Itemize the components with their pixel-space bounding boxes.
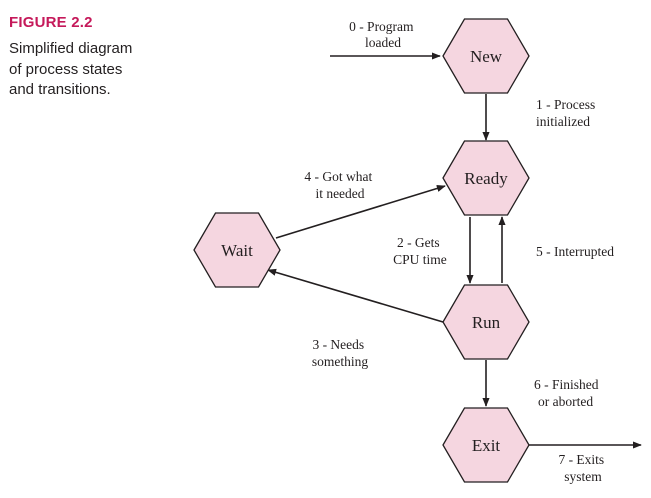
figure-caption: Simplified diagram of process states and… — [9, 39, 169, 101]
transition-label-4: 4 - Got what it needed — [304, 169, 375, 201]
state-ready: Ready — [442, 140, 530, 216]
transition-label-3: 3 - Needs something — [312, 337, 368, 369]
figure-title: FIGURE 2.2 — [9, 14, 93, 31]
transition-label-7: 7 - Exits system — [558, 452, 607, 484]
edge-run-to-wait — [267, 268, 444, 323]
transition-label-0: 0 - Program loaded — [349, 19, 417, 50]
transition-label-1: 1 - Process initialized — [536, 97, 599, 129]
transition-label-6: 6 - Finished or aborted — [534, 377, 602, 409]
edge-wait-to-ready — [275, 184, 446, 239]
state-run-label: Run — [472, 313, 501, 332]
caption-line: of process states — [9, 60, 123, 78]
state-new: New — [442, 18, 530, 94]
state-run: Run — [442, 284, 530, 360]
state-wait-label: Wait — [221, 241, 253, 260]
caption-line: Simplified diagram — [9, 40, 133, 57]
transition-label-2: 2 - Gets CPU time — [393, 235, 447, 267]
caption-line: and transitions. — [9, 81, 111, 98]
state-exit-label: Exit — [472, 436, 501, 455]
transition-label-5: 5 - Interrupted — [536, 244, 614, 259]
state-wait: Wait — [193, 212, 281, 288]
state-ready-label: Ready — [464, 169, 508, 188]
state-exit: Exit — [442, 407, 530, 483]
state-new-label: New — [470, 47, 503, 66]
